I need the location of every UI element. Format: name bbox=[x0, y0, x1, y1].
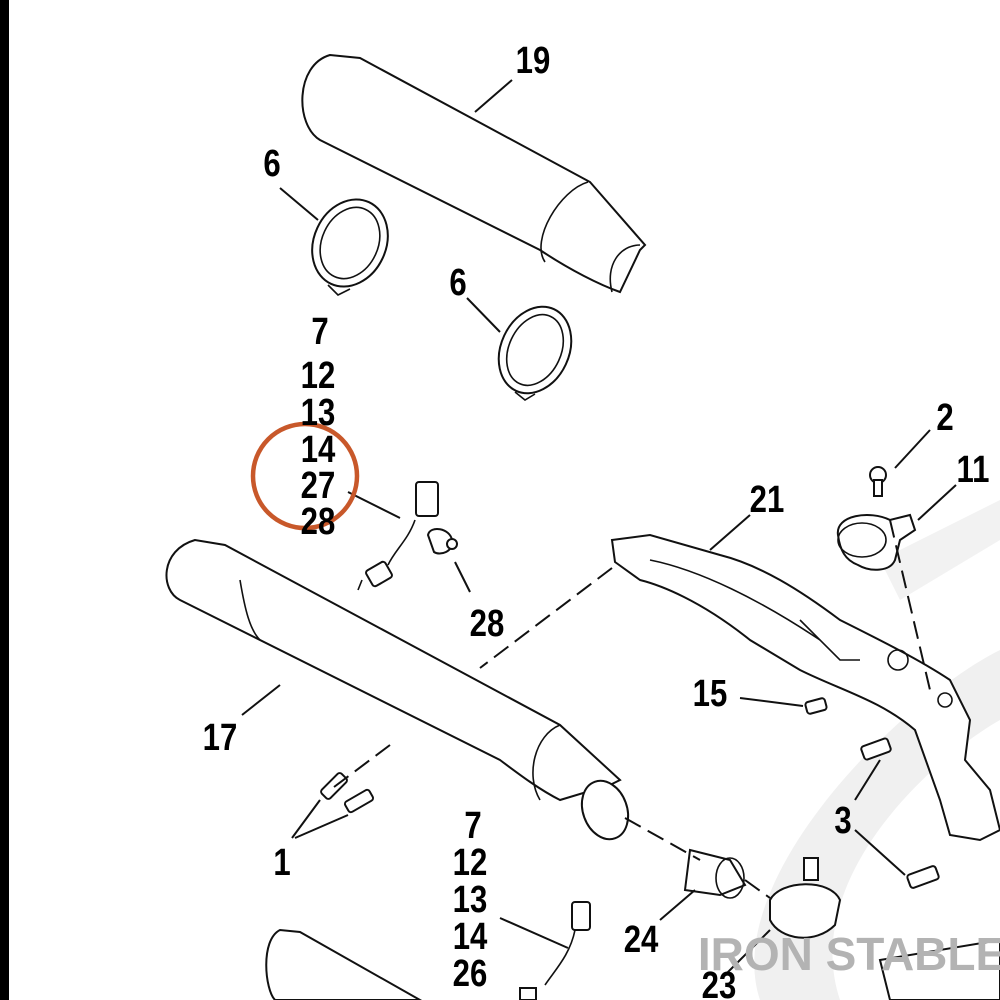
leader-19 bbox=[474, 79, 513, 113]
label-callout2-14: 14 bbox=[453, 916, 488, 958]
label-21: 21 bbox=[750, 479, 785, 521]
label-6-middle: 6 bbox=[449, 262, 466, 304]
guide-21-17 bbox=[479, 567, 613, 669]
leader-23 bbox=[724, 929, 771, 976]
leader-24 bbox=[659, 889, 696, 921]
clamp-6-middle bbox=[497, 305, 573, 401]
watermark-stroke bbox=[880, 500, 1000, 600]
label-callout1-14: 14 bbox=[301, 429, 336, 471]
guide-17-24 bbox=[624, 817, 701, 861]
leader-1 bbox=[291, 799, 349, 839]
label-callout2-13: 13 bbox=[453, 879, 488, 921]
label-callout2-26: 26 bbox=[453, 953, 488, 995]
guide-24-23 bbox=[744, 879, 771, 899]
label-19: 19 bbox=[516, 40, 551, 82]
label-callout1-27: 27 bbox=[301, 465, 336, 507]
label-15: 15 bbox=[693, 673, 728, 715]
guide-1-17 bbox=[329, 744, 391, 791]
leader-17 bbox=[241, 684, 281, 716]
label-callout2-7: 7 bbox=[464, 805, 481, 847]
clip-28 bbox=[426, 528, 458, 555]
label-3: 3 bbox=[834, 800, 851, 842]
clamp-6-upper bbox=[311, 198, 389, 296]
bolts-3 bbox=[860, 737, 940, 889]
label-callout1-28: 28 bbox=[301, 501, 336, 543]
clamp-23 bbox=[769, 857, 842, 939]
leader-6a bbox=[279, 187, 319, 221]
mount-bracket-21 bbox=[610, 533, 1000, 842]
sleeve-24 bbox=[683, 848, 747, 899]
screw-15 bbox=[804, 697, 828, 715]
label-28: 28 bbox=[470, 603, 505, 645]
screw-2 bbox=[869, 466, 887, 497]
label-17: 17 bbox=[203, 717, 238, 759]
leader-28 bbox=[454, 561, 471, 593]
label-callout1-12: 12 bbox=[301, 355, 336, 397]
watermark-text: IRON STABLE bbox=[698, 928, 1000, 980]
clamp-11 bbox=[836, 513, 917, 571]
label-6-upper: 6 bbox=[263, 143, 280, 185]
leader-3 bbox=[854, 759, 906, 876]
leader-11 bbox=[917, 484, 957, 521]
muffler-upper bbox=[301, 53, 647, 294]
label-11: 11 bbox=[957, 449, 990, 491]
highlight-circle bbox=[250, 421, 360, 531]
leader-14-lower bbox=[499, 917, 569, 949]
label-24: 24 bbox=[624, 919, 659, 961]
label-23: 23 bbox=[702, 965, 737, 1000]
pipe-partial-lower-right bbox=[878, 938, 1000, 1000]
guide-11-21 bbox=[889, 519, 931, 691]
label-callout2-12: 12 bbox=[453, 842, 488, 884]
leader-21 bbox=[709, 514, 751, 551]
muffler-partial-lower-left bbox=[265, 928, 423, 1000]
oxygen-sensor-upper bbox=[357, 481, 439, 591]
label-2: 2 bbox=[936, 397, 953, 439]
leader-27 bbox=[347, 491, 401, 519]
leader-6b bbox=[466, 297, 501, 333]
label-callout1-13: 13 bbox=[301, 392, 336, 434]
oxygen-sensor-lower bbox=[519, 901, 591, 1000]
muffler-lower bbox=[165, 538, 630, 841]
leader-2 bbox=[894, 429, 931, 469]
left-border-bar bbox=[0, 0, 9, 1000]
label-callout1-7: 7 bbox=[311, 311, 328, 353]
leader-15 bbox=[739, 697, 804, 707]
label-1: 1 bbox=[273, 842, 290, 884]
